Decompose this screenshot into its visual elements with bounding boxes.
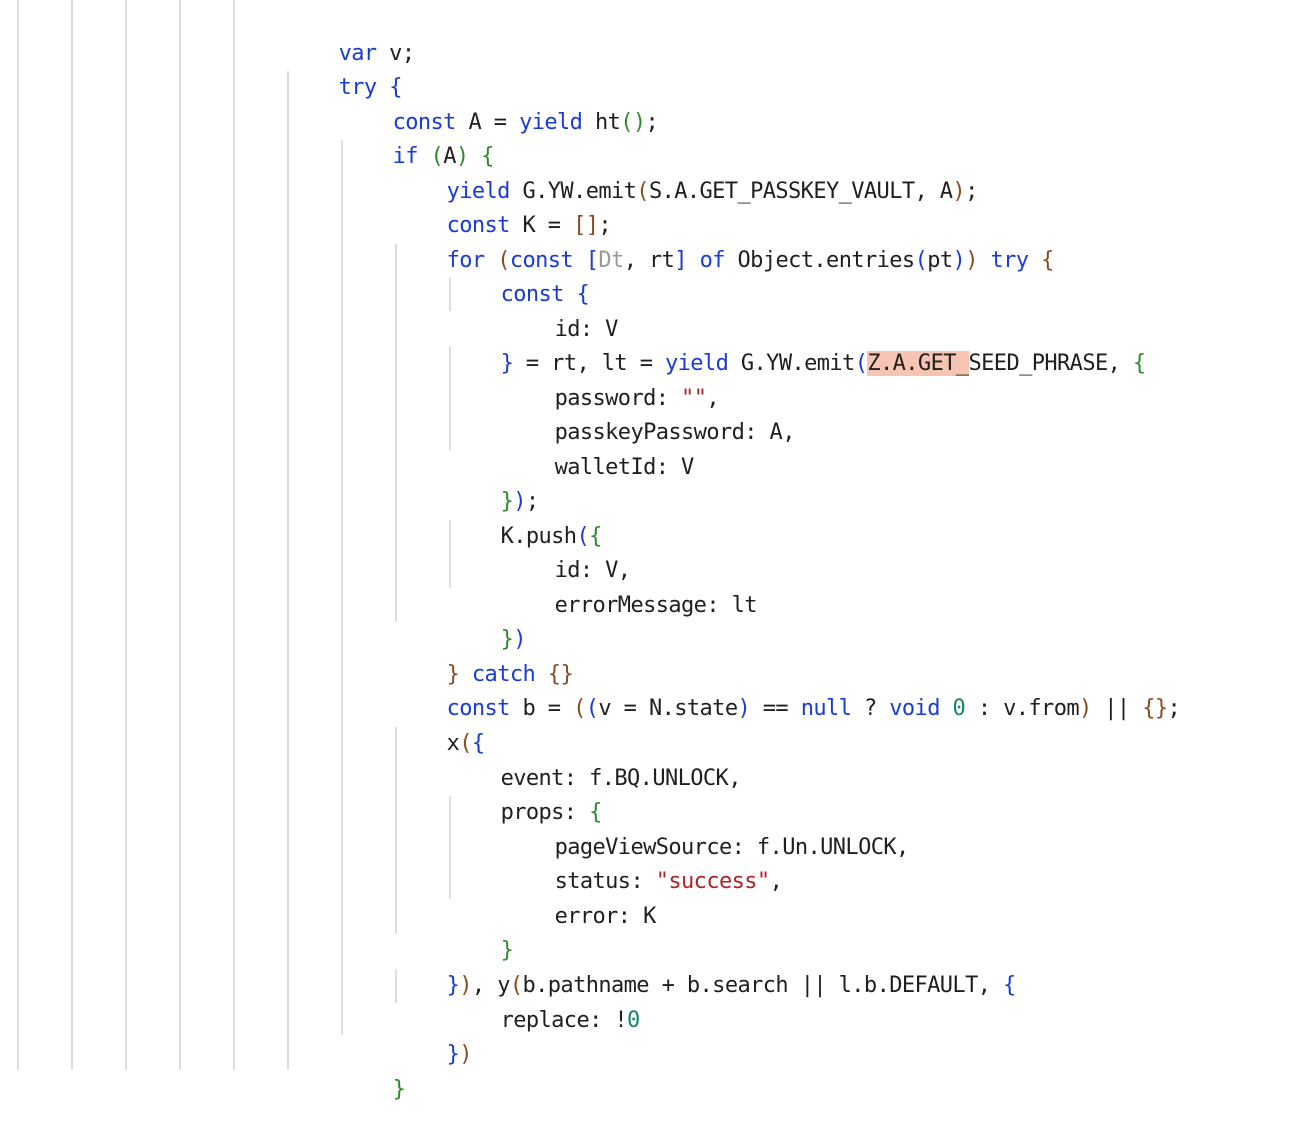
indent-guide — [179, 0, 181, 1070]
code-editor[interactable]: var v;var v; try {try { const A = yield … — [0, 0, 1292, 1102]
code-line: K.push({K.push({ — [500, 523, 603, 549]
indent-guide — [125, 0, 127, 1070]
indent-guide — [287, 71, 289, 1070]
indent-guide — [233, 0, 235, 1070]
code-line: try {try { — [338, 74, 403, 100]
code-line: yield G.YW.emit(S.A.GET_PASSKEY_VAULT, A… — [446, 178, 979, 204]
code-line: const b = ((v = N.state) == null ? void … — [446, 695, 1181, 721]
code-line: replace: !0replace: !0 — [500, 1007, 641, 1033]
code-line: event: f.BQ.UNLOCK,event: f.BQ.UNLOCK, — [500, 765, 742, 791]
code-line: const A = yield ht();const A = yield ht(… — [392, 109, 659, 135]
indent-guide — [395, 727, 397, 934]
code-line: errorMessage: lterrorMessage: lt — [554, 592, 758, 618]
code-line: error: Kerror: K — [554, 903, 657, 929]
indent-guide — [449, 347, 451, 450]
code-line: password: "",password: "", — [554, 385, 720, 411]
indent-guide — [449, 796, 451, 899]
indent-guide — [341, 140, 343, 1035]
code-line: walletId: VwalletId: V — [554, 454, 695, 480]
indent-guide — [17, 0, 19, 1070]
code-line: id: V,id: V, — [554, 557, 631, 583]
indent-guide — [395, 969, 397, 1003]
code-line: })}) — [446, 1041, 473, 1067]
code-line: } catch {}} catch {} — [446, 661, 574, 687]
code-line: pageViewSource: f.Un.UNLOCK,pageViewSour… — [554, 834, 910, 860]
code-line: })}) — [500, 626, 527, 652]
indent-guide — [71, 0, 73, 1070]
code-line: passkeyPassword: A,passkeyPassword: A, — [554, 419, 796, 445]
search-highlight: Z.A.GET_ — [867, 350, 969, 376]
code-line: const K = [];const K = []; — [446, 212, 612, 238]
code-line: const {const { — [500, 281, 590, 307]
code-line: });}); — [500, 488, 540, 514]
code-line: }), y(b.pathname + b.search || l.b.DEFAU… — [446, 972, 1017, 998]
code-line: }} — [392, 1076, 406, 1102]
code-line: x({x({ — [446, 730, 486, 756]
code-line: } = rt, lt = yield G.YW.emit(Z.A.GET_SEE… — [500, 350, 1146, 376]
indent-guide — [395, 244, 397, 622]
code-line: if (A) {if (A) { — [392, 143, 495, 169]
indent-guide — [449, 520, 451, 588]
code-line: status: "success",status: "success", — [554, 868, 783, 894]
code-line: props: {props: { — [500, 799, 603, 825]
code-line: var v;var v; — [338, 40, 415, 66]
code-line: for (const [Dt, rt] of Object.entries(pt… — [446, 247, 1055, 273]
indent-guide — [449, 278, 451, 311]
code-line: id: Vid: V — [554, 316, 619, 342]
code-line: }} — [500, 937, 514, 963]
